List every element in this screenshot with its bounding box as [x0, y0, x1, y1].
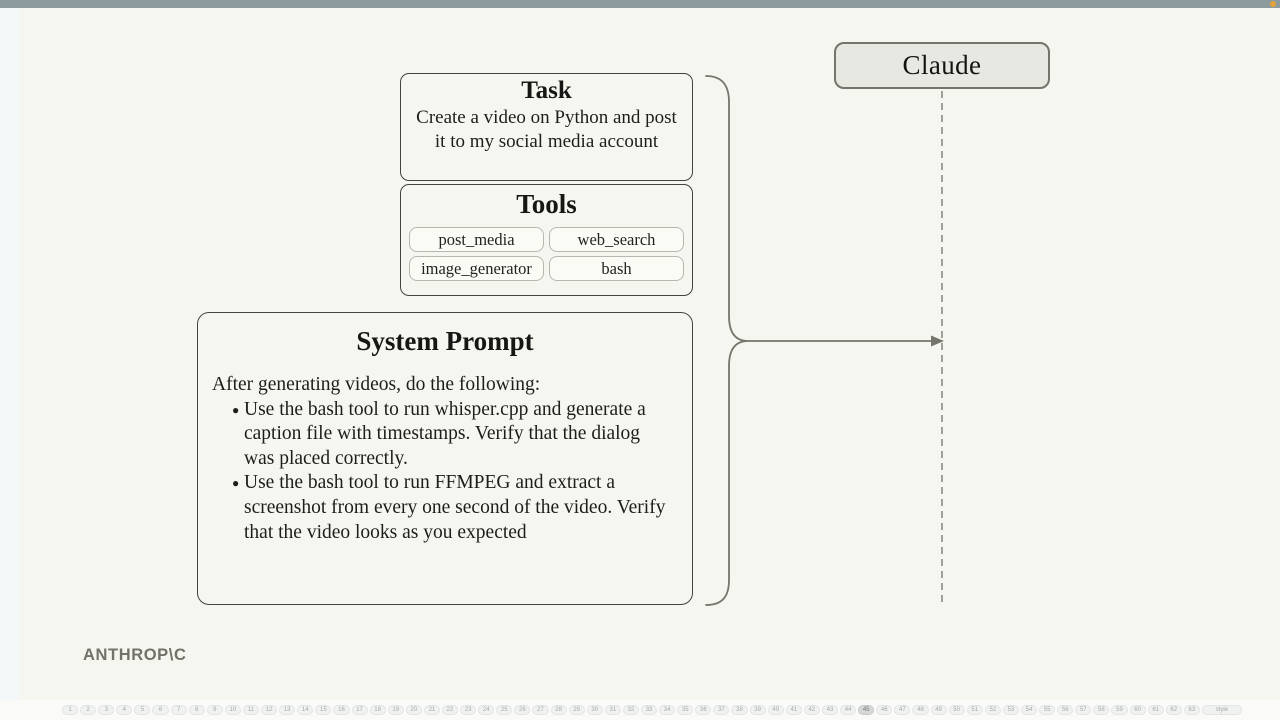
record-indicator-icon	[1270, 1, 1276, 7]
filmstrip-page-pill[interactable]: 37	[713, 705, 730, 715]
filmstrip-page-pill[interactable]: 6	[152, 705, 169, 715]
filmstrip-page-pill[interactable]: 11	[242, 705, 260, 715]
tools-title: Tools	[516, 189, 577, 219]
filmstrip-page-pill[interactable]: 49	[930, 705, 947, 715]
filmstrip-page-pill[interactable]: 27	[532, 705, 549, 715]
filmstrip-page-pill[interactable]: 24	[478, 705, 495, 715]
task-title: Task	[521, 77, 572, 104]
filmstrip-page-pill[interactable]: 29	[568, 705, 585, 715]
system-prompt-bullet: ● Use the bash tool to run FFMPEG and ex…	[198, 471, 692, 545]
system-prompt-intro: After generating videos, do the followin…	[212, 374, 541, 395]
filmstrip-page-pill[interactable]: 54	[1020, 705, 1038, 715]
filmstrip-page-pill[interactable]: 25	[496, 705, 513, 715]
tool-chip-post-media: post_media	[409, 227, 544, 252]
filmstrip-page-pill[interactable]: 51	[966, 705, 983, 715]
filmstrip-page-pill[interactable]: 3	[98, 705, 115, 715]
filmstrip-page-pill[interactable]: 7	[170, 705, 187, 715]
filmstrip-page-pill[interactable]: 47	[894, 705, 911, 715]
claude-label: Claude	[902, 50, 982, 80]
filmstrip-page-pill[interactable]: 44	[840, 705, 857, 715]
filmstrip-page-pill[interactable]: 59	[1111, 705, 1128, 715]
filmstrip-page-pill[interactable]: 15	[315, 705, 332, 715]
system-prompt-box: System Prompt After generating videos, d…	[197, 312, 693, 605]
filmstrip-page-pill[interactable]: 22	[441, 705, 459, 715]
filmstrip-page-pill[interactable]: 31	[604, 705, 621, 715]
bullet-icon: ●	[232, 476, 240, 491]
bullet-text: Use the bash tool to run FFMPEG and extr…	[244, 472, 666, 543]
filmstrip-page-pill[interactable]: 40	[767, 705, 784, 715]
filmstrip-page-pill[interactable]: 63	[1183, 705, 1200, 715]
filmstrip-page-pill[interactable]: 10	[224, 705, 241, 715]
filmstrip-page-pill[interactable]: 39	[749, 705, 766, 715]
curly-brace	[705, 75, 749, 606]
filmstrip-page-pill[interactable]: 4	[116, 705, 133, 715]
left-margin-strip	[0, 8, 19, 700]
filmstrip-page-pill[interactable]: 57	[1075, 705, 1092, 715]
filmstrip-page-pill[interactable]: 58	[1093, 705, 1110, 715]
filmstrip-page-pill[interactable]: 55	[1039, 705, 1056, 715]
tools-box: Tools post_media web_search image_genera…	[400, 184, 693, 296]
filmstrip-page-pill[interactable]: 26	[514, 705, 531, 715]
filmstrip-page-pill[interactable]: 52	[984, 705, 1001, 715]
filmstrip-page-pill-active[interactable]: 45	[858, 705, 875, 715]
filmstrip-page-pill[interactable]: 2	[80, 705, 97, 715]
bullet-text: Use the bash tool to run whisper.cpp and…	[244, 398, 646, 469]
window-top-bar	[0, 0, 1280, 8]
tools-grid: post_media web_search image_generator ba…	[401, 220, 692, 281]
system-prompt-title: System Prompt	[356, 326, 534, 356]
filmstrip-page-pill[interactable]: 30	[586, 705, 603, 715]
filmstrip-page-pill[interactable]: 9	[206, 705, 223, 715]
filmstrip-page-pill[interactable]: 46	[876, 705, 893, 715]
filmstrip-page-pill[interactable]: 61	[1147, 705, 1164, 715]
filmstrip-page-pill[interactable]: 60	[1129, 705, 1146, 715]
filmstrip-page-pill[interactable]: 43	[821, 705, 839, 715]
filmstrip-page-pill[interactable]: 36	[695, 705, 712, 715]
filmstrip-page-pill[interactable]: 19	[387, 705, 404, 715]
filmstrip-page-pill[interactable]: 16	[333, 705, 350, 715]
filmstrip-page-pill[interactable]: 38	[731, 705, 748, 715]
tool-chip-image-generator: image_generator	[409, 256, 544, 281]
filmstrip-page-pill[interactable]: 21	[423, 705, 440, 715]
filmstrip-page-pill[interactable]: 18	[369, 705, 386, 715]
filmstrip-page-pill[interactable]: 48	[912, 705, 929, 715]
filmstrip-page-pill[interactable]: 5	[134, 705, 151, 715]
filmstrip-page-pill[interactable]: 14	[297, 705, 314, 715]
filmstrip-page-pill[interactable]: 12	[261, 705, 278, 715]
filmstrip-style-pill[interactable]: style	[1201, 705, 1242, 715]
filmstrip-page-pill[interactable]: 33	[641, 705, 658, 715]
system-prompt-bullet: ● Use the bash tool to run whisper.cpp a…	[198, 398, 692, 472]
filmstrip-page-pill[interactable]: 35	[677, 705, 694, 715]
filmstrip-page-pill[interactable]: 23	[460, 705, 477, 715]
tool-chip-web-search: web_search	[549, 227, 684, 252]
filmstrip-page-pill[interactable]: 62	[1165, 705, 1182, 715]
filmstrip-page-pill[interactable]: 53	[1002, 705, 1019, 715]
filmstrip-page-pill[interactable]: 56	[1057, 705, 1074, 715]
arrow-head-icon	[931, 335, 944, 347]
tool-chip-bash: bash	[549, 256, 684, 281]
filmstrip-page-pill[interactable]: 28	[550, 705, 567, 715]
filmstrip-page-pill[interactable]: 41	[785, 705, 802, 715]
filmstrip-page-pill[interactable]: 17	[351, 705, 368, 715]
filmstrip-page-pill[interactable]: 8	[188, 705, 205, 715]
filmstrip-page-pill[interactable]: 32	[622, 705, 639, 715]
filmstrip-page-pill[interactable]: 13	[279, 705, 296, 715]
bullet-icon: ●	[232, 402, 240, 417]
filmstrip-page-pill[interactable]: 20	[405, 705, 422, 715]
task-box: Task Create a video on Python and post i…	[400, 73, 693, 181]
filmstrip-page-pill[interactable]: 50	[948, 705, 965, 715]
anthropic-logo: ANTHROP\C	[83, 646, 187, 664]
filmstrip-page-pill[interactable]: 1	[62, 705, 79, 715]
claude-box: Claude	[834, 42, 1050, 89]
filmstrip-page-pill[interactable]: 42	[803, 705, 820, 715]
task-body: Create a video on Python and post it to …	[416, 107, 677, 152]
filmstrip-page-pill[interactable]: 34	[659, 705, 676, 715]
